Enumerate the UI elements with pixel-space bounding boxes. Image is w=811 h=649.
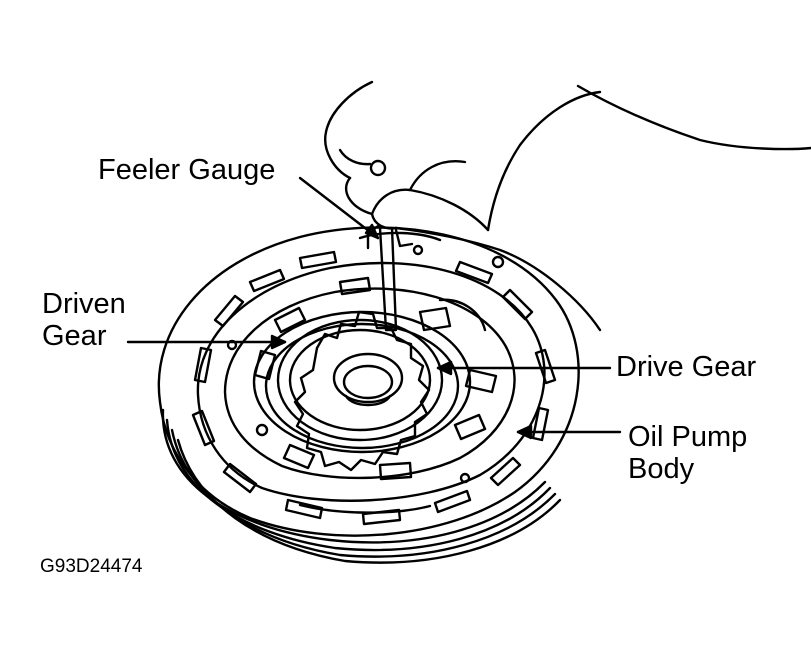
label-feeler-gauge: Feeler Gauge xyxy=(98,154,276,186)
label-driven-gear: Driven Gear xyxy=(42,288,126,352)
drive-gear xyxy=(293,310,431,472)
label-driven-gear-line-2: Gear xyxy=(42,320,107,352)
oil-pump-body xyxy=(157,226,580,564)
label-oil-pump-body-line-1: Oil Pump xyxy=(628,421,748,453)
hand xyxy=(324,80,811,332)
label-oil-pump-body-line-2: Body xyxy=(628,453,695,485)
label-oil-pump-body: Oil Pump Body xyxy=(628,421,747,485)
driven-gear xyxy=(276,318,444,442)
label-driven-gear-line-1: Driven xyxy=(42,288,126,320)
figure-code: G93D24474 xyxy=(40,556,143,577)
label-drive-gear: Drive Gear xyxy=(616,351,757,383)
callout-lines xyxy=(126,176,622,440)
